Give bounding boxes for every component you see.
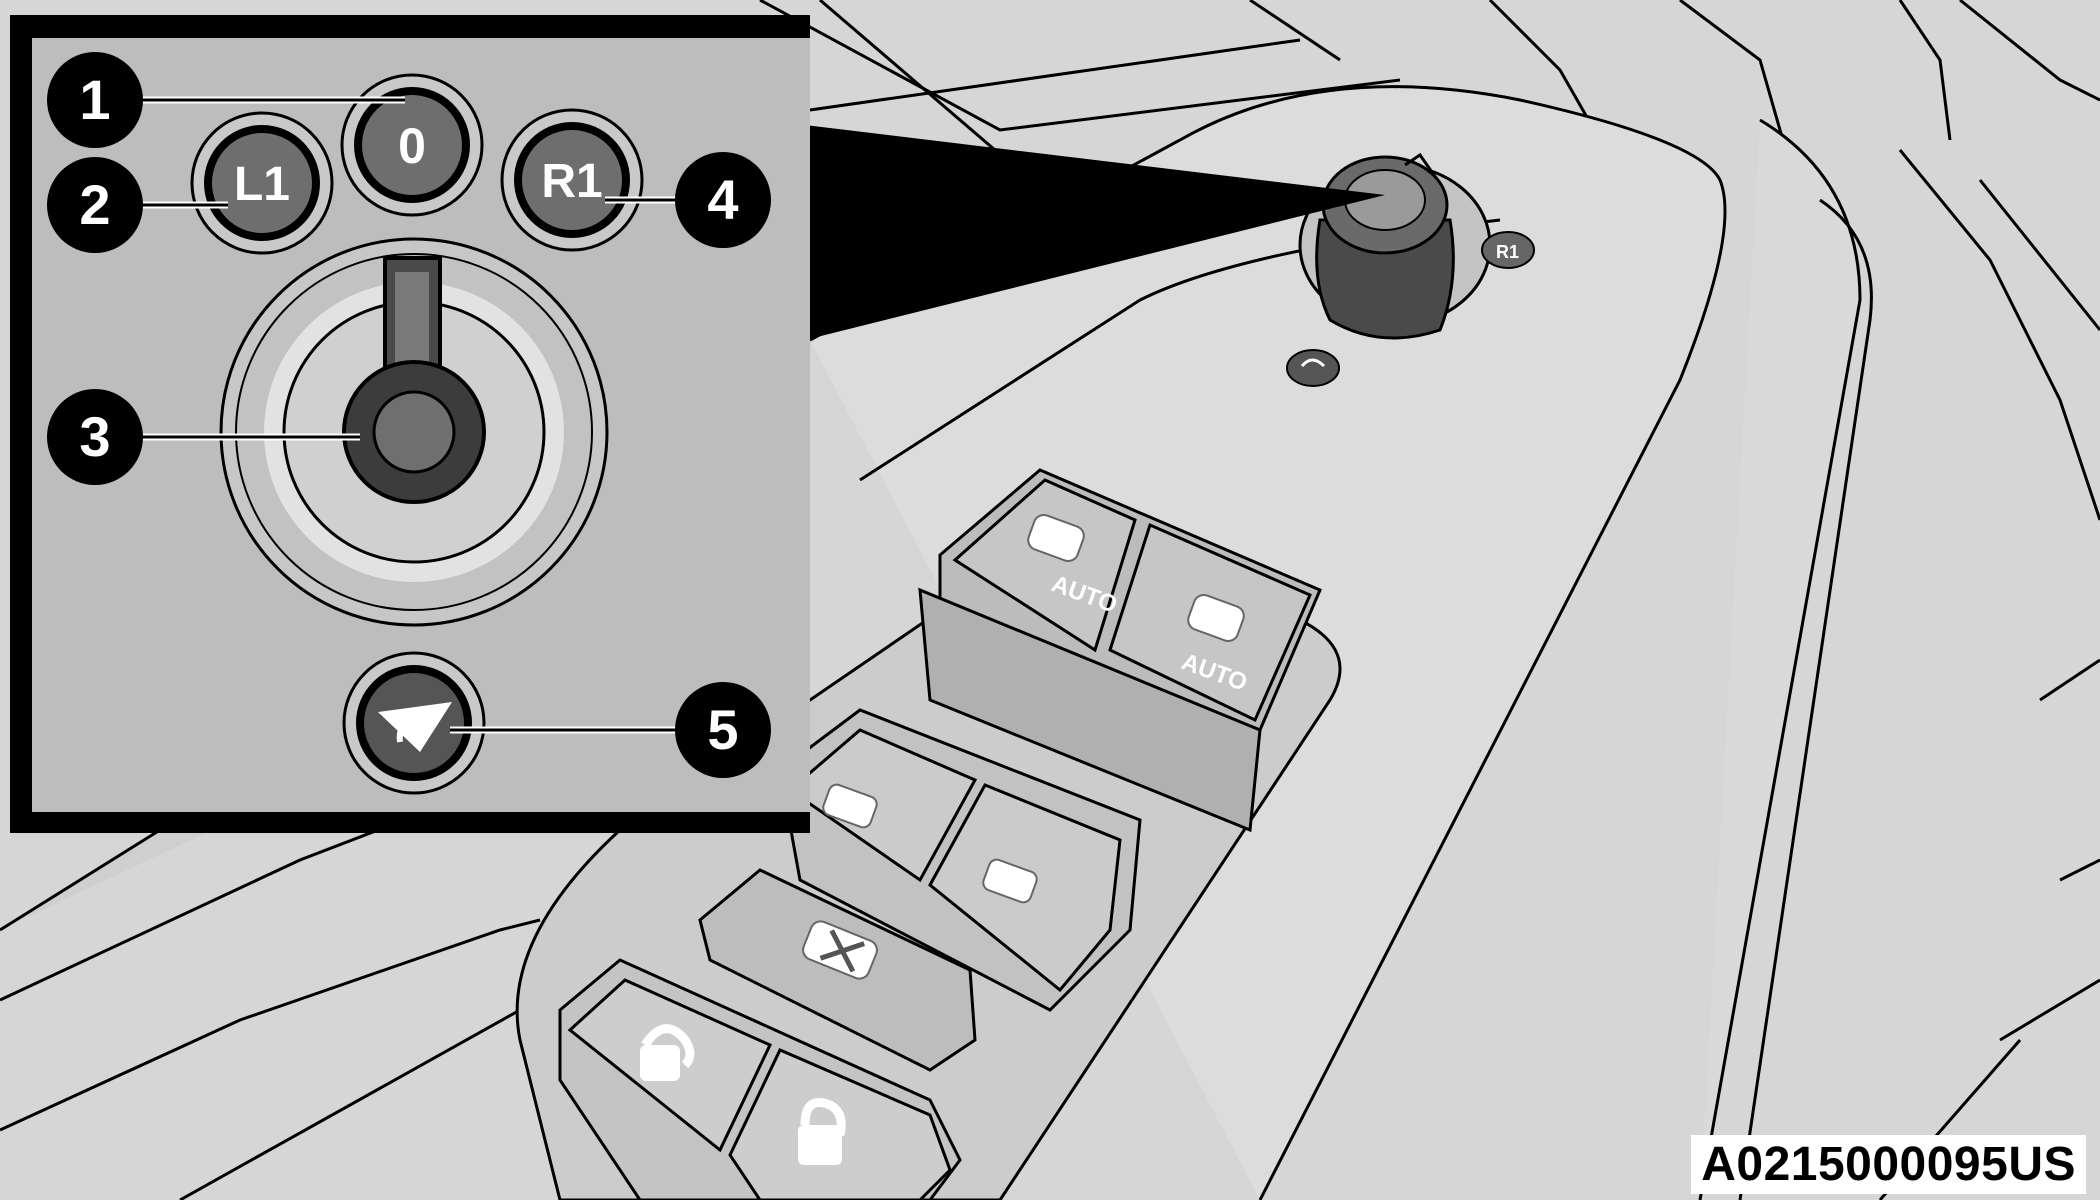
callout-1-label: 1 — [79, 68, 110, 131]
window-lockout-switch[interactable] — [698, 868, 977, 1072]
mirror-fold-icon — [1300, 358, 1326, 368]
unlock-icon — [641, 1024, 695, 1069]
window-switch-icon[interactable] — [981, 857, 1039, 904]
memory-button-l1[interactable]: L1 — [190, 111, 334, 255]
callout-2: 2 — [47, 157, 143, 253]
callout-2-label: 2 — [79, 173, 110, 236]
unlock-button[interactable] — [640, 1024, 695, 1081]
callout-3-label: 3 — [79, 405, 110, 468]
window-switch-icon — [1187, 594, 1245, 642]
callout-4: 4 — [675, 152, 771, 248]
mirror-fold-icon — [378, 702, 452, 752]
callout-5: 5 — [675, 682, 771, 778]
rear-window-switch-group — [778, 708, 1142, 1012]
fold-button-scene[interactable] — [1286, 349, 1340, 387]
callout-1: 1 — [47, 52, 143, 148]
lock-icon-body — [798, 1125, 842, 1165]
r1-small-label: R1 — [1496, 242, 1519, 262]
figure-code: A0215000095US — [1691, 1135, 2086, 1194]
r1-label: R1 — [541, 155, 602, 208]
callout-4-label: 4 — [707, 168, 738, 231]
memory-button-r1[interactable]: R1 — [500, 108, 644, 252]
lock-button[interactable] — [798, 1098, 846, 1166]
mirror-adjust-joystick[interactable] — [219, 237, 609, 627]
callout-5-label: 5 — [707, 698, 738, 761]
callout-3: 3 — [47, 389, 143, 485]
mirror-fold-button[interactable] — [342, 651, 486, 795]
l1-label: L1 — [234, 158, 290, 211]
lock-icon — [800, 1098, 846, 1136]
zero-label: 0 — [398, 118, 426, 174]
memory-button-zero[interactable]: 0 — [340, 73, 484, 217]
mirror-control-knob-scene[interactable] — [1298, 152, 1492, 340]
callout-pointer — [805, 125, 1385, 340]
unlock-icon-body — [640, 1045, 680, 1081]
window-switch-icon[interactable] — [821, 782, 879, 829]
window-switch-icon — [1027, 514, 1085, 562]
r1-button-scene[interactable]: R1 — [1481, 231, 1535, 269]
